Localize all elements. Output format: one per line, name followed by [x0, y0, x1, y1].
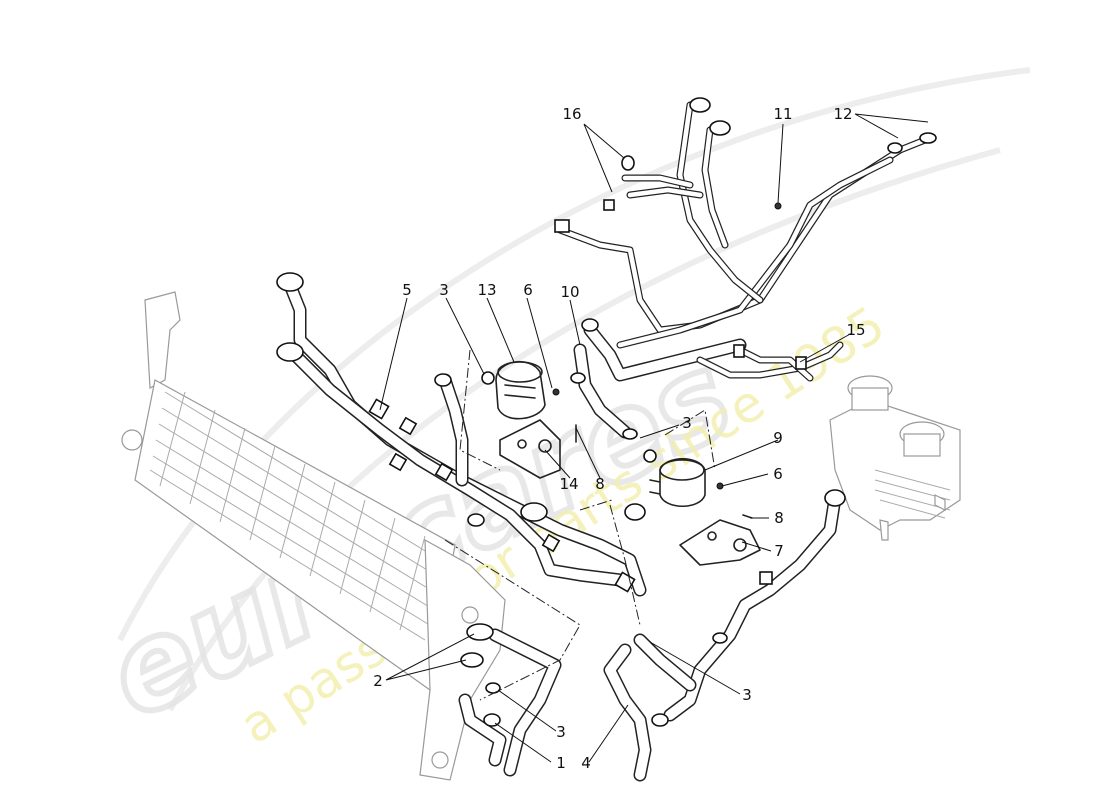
- callout-7: 7: [774, 542, 784, 560]
- callout-6-pump9: 6: [773, 465, 783, 483]
- callout-4: 4: [581, 754, 591, 772]
- callout-3-hose4: 3: [742, 686, 752, 704]
- leader-lines: [379, 113, 929, 763]
- callout-12: 12: [833, 105, 852, 123]
- callout-15: 15: [846, 321, 865, 339]
- expansion-tank: [829, 375, 961, 541]
- callout-9: 9: [773, 429, 783, 447]
- callout-3-hose1: 3: [556, 723, 566, 741]
- hose-1: [458, 623, 562, 777]
- callout-1: 1: [556, 754, 566, 772]
- upper-pipe-assembly: [554, 97, 937, 349]
- radiator-hose-5: [276, 272, 647, 597]
- hose-10: [570, 318, 747, 440]
- callouts: 16 11 12 5 3 13 6 10 15 3 14 8 9 6 8 7 2…: [373, 105, 865, 772]
- pipe-15: [696, 341, 844, 382]
- callout-14: 14: [559, 475, 578, 493]
- callout-8-pump13: 8: [595, 475, 605, 493]
- callout-10: 10: [560, 283, 579, 301]
- callout-2: 2: [373, 672, 383, 690]
- callout-3-hose10: 3: [682, 414, 692, 432]
- callout-13: 13: [477, 281, 496, 299]
- callout-8-pump9: 8: [774, 509, 784, 527]
- callout-11: 11: [773, 105, 792, 123]
- callout-3-pump13: 3: [439, 281, 449, 299]
- callout-6-pump13: 6: [523, 281, 533, 299]
- callout-5: 5: [402, 281, 412, 299]
- assembly-lines: [444, 349, 716, 701]
- callout-16: 16: [562, 105, 581, 123]
- electric-water-pump-13: [481, 360, 577, 479]
- hose-4: [603, 489, 846, 782]
